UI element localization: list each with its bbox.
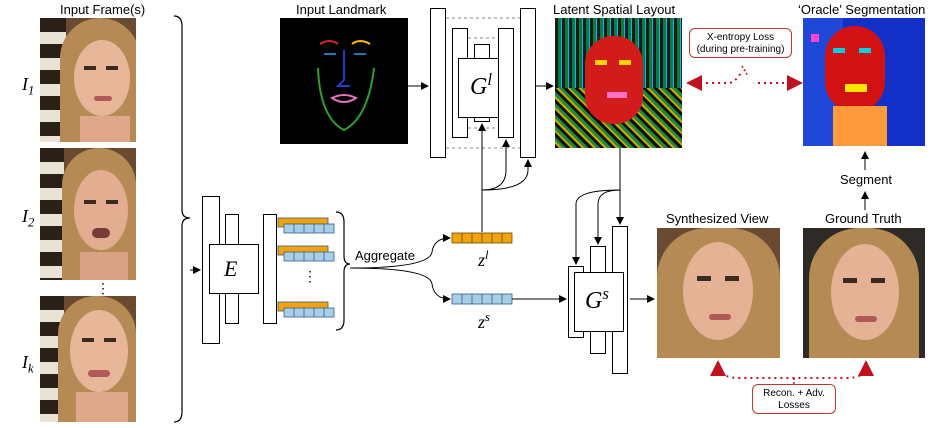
frames-brace	[173, 15, 191, 423]
vectors-ellipsis: ⋮	[303, 268, 317, 284]
xentropy-loss-callout: X-entropy Loss (during pre-training)	[689, 28, 792, 58]
synthesized-view-title: Synthesized View	[666, 211, 769, 226]
vectors-brace	[335, 211, 351, 331]
gl-plate-4	[498, 28, 514, 138]
encoded-vector-stack-2	[277, 245, 335, 262]
gl-plate-1	[430, 8, 446, 158]
xentropy-line-1: X-entropy Loss	[706, 32, 775, 43]
z-style-symbol: zs	[478, 310, 490, 332]
z-layout-symbol: zl	[478, 248, 489, 270]
input-frame-k	[40, 296, 136, 422]
recon-line-2: Losses	[778, 400, 810, 411]
gl-symbol: Gl	[470, 70, 493, 100]
latent-layout-image	[555, 18, 682, 148]
frames-ellipsis: ⋮	[96, 280, 110, 296]
latent-spatial-layout-title: Latent Spatial Layout	[553, 2, 676, 17]
input-landmark-title: Input Landmark	[296, 2, 387, 17]
frame-label-k: Ik	[22, 352, 34, 376]
xentropy-line-2: (during pre-training)	[696, 44, 785, 55]
gs-symbol: Gs	[585, 284, 609, 314]
oracle-segmentation-title: ‘Oracle’ Segmentation	[798, 2, 926, 17]
recon-line-1: Recon. + Adv.	[763, 388, 825, 399]
landmark-lines	[317, 40, 375, 132]
encoder-symbol: E	[224, 256, 238, 281]
encoded-vector-stack-k	[277, 301, 335, 318]
z-style-vector	[451, 293, 513, 305]
encoder-plate-3	[263, 214, 277, 324]
ground-truth-title: Ground Truth	[825, 211, 902, 226]
input-landmark-image	[280, 18, 408, 144]
frame-label-2: I2	[22, 206, 35, 230]
aggregate-label: Aggregate	[355, 248, 415, 263]
encoded-vector-stack-1	[277, 217, 335, 234]
oracle-segmentation-image	[803, 18, 925, 146]
recon-adv-loss-callout: Recon. + Adv. Losses	[752, 384, 836, 414]
ground-truth-image	[803, 228, 925, 358]
gl-plate-5	[520, 8, 536, 158]
synthesized-view-image	[657, 228, 780, 358]
frame-label-1: I1	[22, 74, 35, 98]
segment-label: Segment	[840, 172, 893, 187]
encoder-box	[209, 244, 259, 294]
z-layout-vector	[451, 232, 513, 244]
gs-box	[574, 272, 624, 332]
input-frames-title: Input Frame(s)	[60, 2, 146, 17]
input-frame-1	[40, 18, 136, 142]
input-frame-2	[40, 148, 136, 280]
